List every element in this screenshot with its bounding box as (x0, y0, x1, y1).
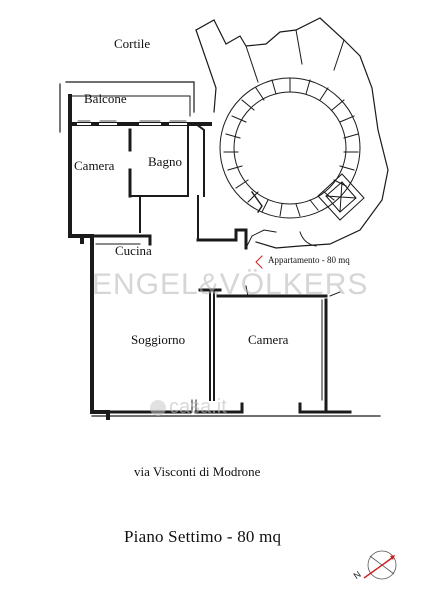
room-label-cortile: Cortile (114, 36, 151, 51)
balcony-rail (69, 95, 191, 117)
portal-watermark: casa.it (150, 396, 227, 419)
room-label-soggiorno: Soggiorno (131, 332, 186, 347)
room-label-bagno: Bagno (148, 154, 182, 169)
main-wall-south (106, 402, 352, 414)
room-label-camera-1: Camera (74, 158, 115, 173)
agency-watermark: ENGEL&VÖLKERS (92, 268, 369, 301)
main-wall-east (324, 298, 352, 414)
spiral-staircase (219, 77, 361, 219)
wall-cucina (90, 234, 152, 246)
north-arrow-icon (363, 557, 393, 579)
street-label: via Visconti di Modrone (134, 464, 261, 479)
room-label-balcone: Balcone (84, 91, 127, 106)
apartment-label: Appartamento - 80 mq (268, 255, 350, 265)
wall-soggiorno-camera (209, 291, 215, 401)
main-wall-west (68, 94, 110, 420)
portal-watermark-text: casa.it (169, 396, 227, 418)
room-label-camera-2: Camera (248, 332, 289, 347)
outer-wall (65, 81, 195, 113)
portal-logo-icon (150, 399, 166, 416)
apartment-pointer (255, 255, 263, 269)
elevator-shaft (317, 173, 365, 221)
floor-title: Piano Settimo - 80 mq (124, 527, 282, 546)
building-outline (195, 17, 389, 249)
compass-icon (363, 550, 397, 580)
room-label-cucina: Cucina (115, 243, 152, 258)
